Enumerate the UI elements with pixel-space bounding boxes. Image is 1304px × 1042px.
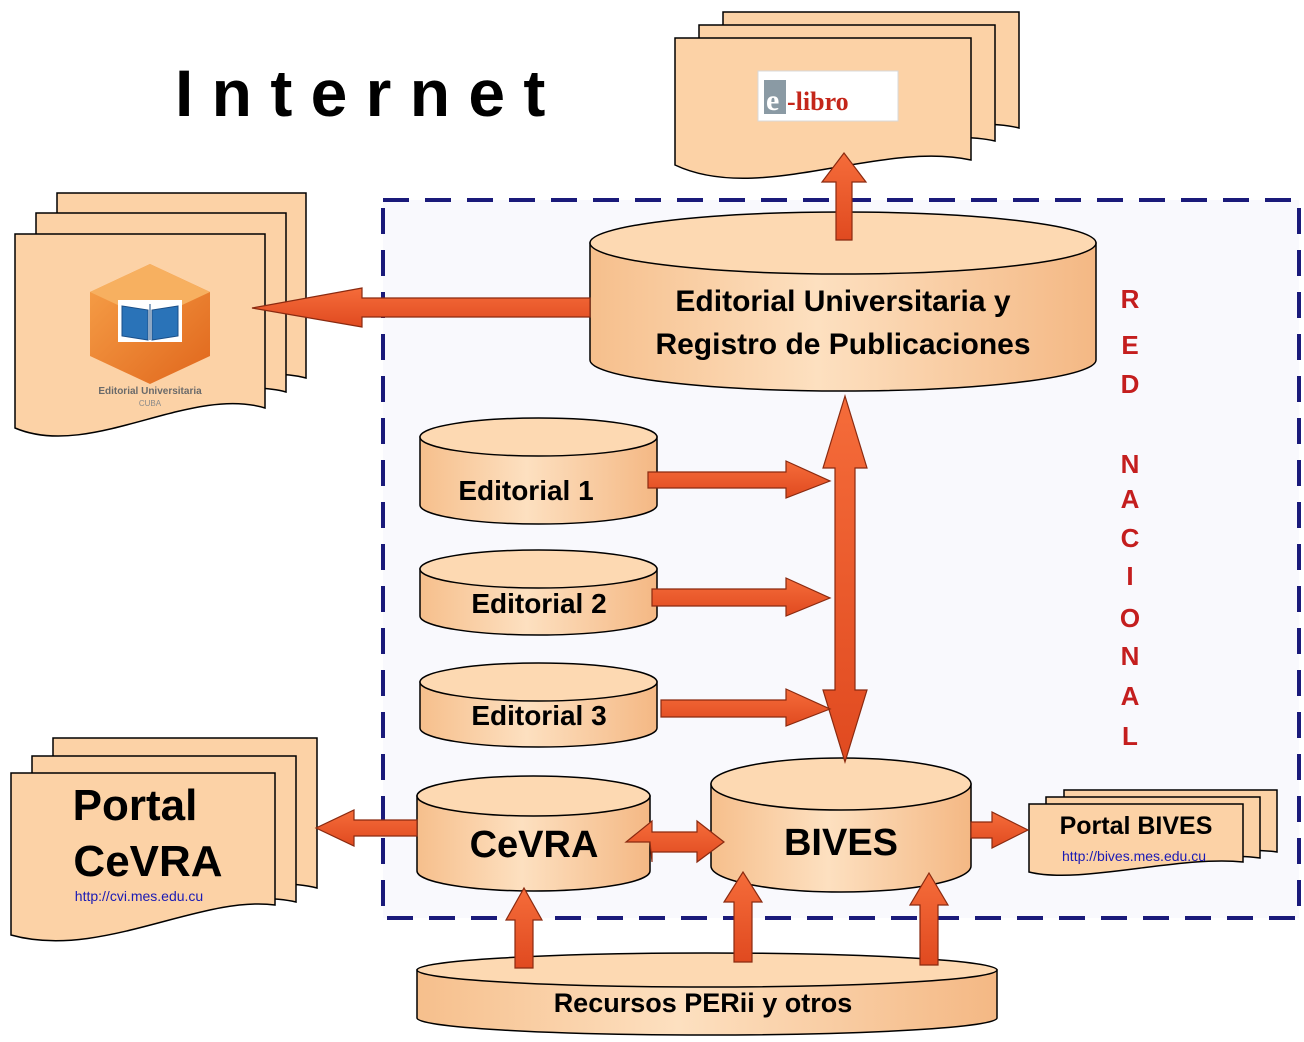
svg-text:N: N [1121, 449, 1140, 479]
arrow-to-portal-cevra [314, 809, 418, 847]
editorial-2-db: Editorial 2 [419, 549, 658, 636]
portal-cevra-line1: Portal [73, 781, 198, 830]
portal-bives-url: http://bives.mes.edu.cu [1062, 848, 1206, 864]
svg-text:O: O [1120, 603, 1140, 633]
arrow-recursos-to-bives-2 [908, 871, 950, 966]
elibro-logo: e -libro [757, 70, 899, 122]
svg-text:CeVRA: CeVRA [470, 824, 599, 866]
red-nacional-label: R E D N A C I O N A L [1120, 284, 1140, 751]
svg-text:Registro de Publicaciones: Registro de Publicaciones [655, 328, 1030, 361]
svg-text:E: E [1121, 330, 1138, 360]
portal-cevra-line2: CeVRA [73, 837, 222, 886]
cevra-db: CeVRA [416, 775, 651, 892]
svg-text:CUBA: CUBA [139, 399, 162, 408]
svg-text:I: I [1126, 561, 1133, 591]
editorial-3-db: Editorial 3 [419, 662, 658, 748]
svg-text:Editorial Universitaria: Editorial Universitaria [98, 386, 202, 397]
svg-text:A: A [1121, 484, 1140, 514]
svg-text:L: L [1122, 721, 1138, 751]
svg-text:Editorial Universitaria y: Editorial Universitaria y [675, 285, 1010, 318]
svg-text:C: C [1121, 523, 1140, 553]
arrow-editorial-2 [651, 577, 832, 617]
arrow-cevra-bives-double [624, 819, 725, 864]
editorial-universitaria-logo: Editorial Universitaria CUBA [90, 264, 210, 408]
editorial-1-db: Editorial 1 [419, 417, 658, 525]
svg-text:BIVES: BIVES [784, 822, 898, 864]
arrow-editorial-bives-double [822, 393, 868, 765]
arrow-to-elibro [820, 152, 868, 241]
bives-db: BIVES [710, 757, 972, 893]
internet-title: I n t e r n e t [175, 56, 545, 130]
svg-text:N: N [1121, 641, 1140, 671]
svg-text:A: A [1121, 681, 1140, 711]
portal-cevra-url: http://cvi.mes.edu.cu [75, 888, 203, 904]
arrow-editorial-1 [647, 460, 832, 499]
svg-text:-libro: -libro [787, 87, 849, 116]
svg-text:Editorial 1: Editorial 1 [458, 475, 593, 506]
arrow-to-portal-bives [970, 811, 1030, 849]
svg-text:R: R [1121, 284, 1140, 314]
arrow-editorial-3 [660, 688, 832, 727]
arrow-recursos-to-bives-1 [722, 870, 764, 963]
editorial-universitaria-db: Editorial Universitaria y Registro de Pu… [589, 211, 1097, 392]
portal-cevra-document-stack: Portal CeVRA http://cvi.mes.edu.cu [10, 737, 318, 942]
elibro-document-stack: e -libro [674, 11, 1020, 179]
svg-text:Editorial 3: Editorial 3 [471, 700, 606, 731]
arrow-to-editorial-universitaria [251, 287, 591, 328]
svg-text:e: e [766, 84, 779, 117]
arrow-recursos-to-cevra [504, 886, 544, 969]
editorial-universitaria-document-stack: Editorial Universitaria CUBA [14, 192, 307, 437]
portal-bives-document-stack: Portal BIVES http://bives.mes.edu.cu [1028, 789, 1278, 877]
svg-text:Editorial 2: Editorial 2 [471, 588, 606, 619]
recursos-db: Recursos PERii y otros [416, 952, 998, 1036]
portal-bives-label: Portal BIVES [1060, 812, 1213, 840]
svg-text:Recursos PERii y otros: Recursos PERii y otros [554, 988, 853, 1018]
svg-text:D: D [1121, 369, 1140, 399]
